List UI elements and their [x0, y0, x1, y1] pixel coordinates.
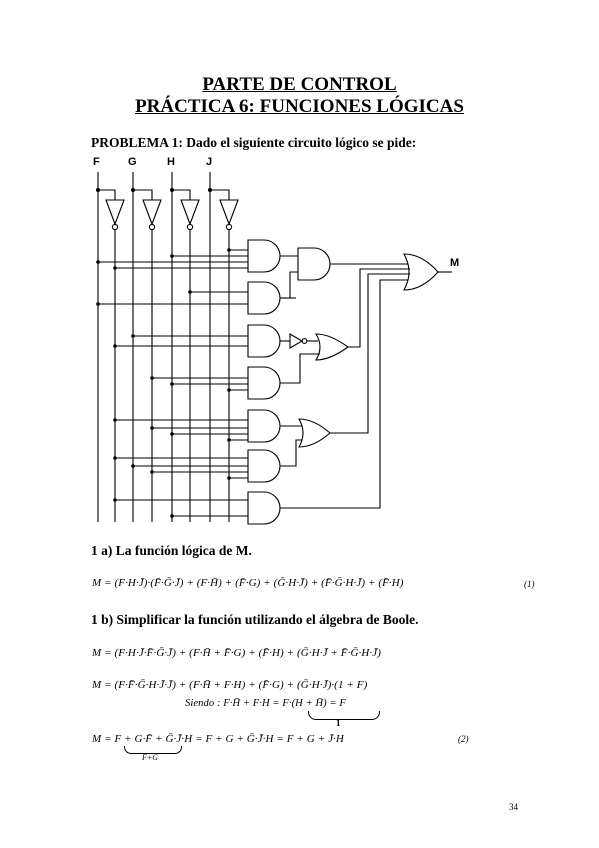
- not-gates: [105, 199, 239, 231]
- output-label-m: M: [450, 257, 460, 269]
- internal-wires: [280, 255, 349, 467]
- input-label-g: G: [128, 156, 137, 168]
- title-line-2: PRÁCTICA 6: FUNCIONES LÓGICAS: [135, 96, 464, 117]
- and-inputs: [98, 249, 248, 517]
- and-gates: [247, 239, 331, 525]
- equation-1: M = (F·H·J̄)·(F̄·Ḡ·J̄) + (F·H̄) + (F̄·G)…: [92, 577, 404, 589]
- input-rails: [97, 172, 230, 522]
- input-label-h: H: [167, 156, 175, 168]
- problem-statement: PROBLEMA 1: Dado el siguiente circuito l…: [91, 135, 417, 150]
- equation-2: M = (F·H·J̄·F̄·Ḡ·J̄) + (F·H̄ + F̄·G) + (…: [92, 647, 381, 659]
- inverter-branches: [98, 189, 230, 200]
- input-label-j: J: [206, 156, 213, 168]
- page-number: 34: [509, 802, 518, 812]
- underbrace-h: [308, 711, 380, 720]
- underbrace-fg-value: F+G: [142, 753, 159, 762]
- equation-1-number: (1): [524, 579, 535, 589]
- final-or-gate: [280, 253, 452, 509]
- section-1b-heading: 1 b) Simplificar la función utilizando e…: [91, 612, 419, 627]
- title-line-1: PARTE DE CONTROL: [202, 74, 397, 95]
- input-label-f: F: [93, 156, 100, 168]
- equation-3: M = (F·F̄·Ḡ·H·J̄·J̄) + (F·H̄ + F·H) + (F…: [92, 679, 368, 691]
- siendo-identity: Siendo : F·H̄ + F·H = F·(H + H̄) = F: [185, 698, 346, 709]
- junction-dots: [96, 188, 231, 518]
- equation-4-number: (2): [458, 734, 469, 744]
- section-1a-heading: 1 a) La función lógica de M.: [91, 543, 252, 558]
- underbrace-h-value: 1: [336, 718, 341, 728]
- equation-4: M = F + G·F̄ + Ḡ·J̄·H = F + G + Ḡ·J̄·H =…: [92, 733, 344, 745]
